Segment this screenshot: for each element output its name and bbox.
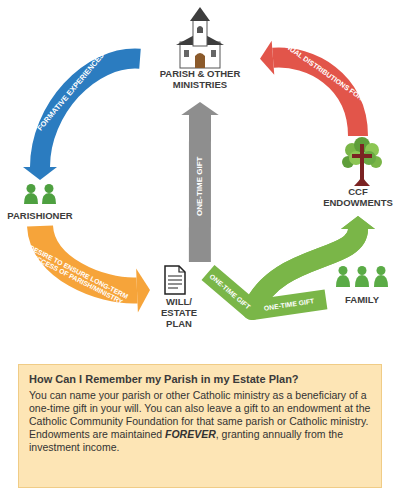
person-head (358, 266, 367, 275)
tree-icon (342, 137, 382, 186)
flow-label: ONE-TIME GIFT (249, 295, 329, 314)
family-node: FAMILY (326, 262, 398, 314)
node-label: PARISH & OTHER MINISTRIES (140, 68, 260, 90)
tree-roots (354, 176, 370, 186)
arrow-head (260, 41, 274, 75)
person-body (24, 193, 38, 204)
flow-label: ONE-TIME GIFT (196, 126, 205, 246)
person-body (374, 275, 388, 287)
emphasis: FOREVER (165, 428, 216, 440)
will-node: WILL/ ESTATE PLAN (150, 262, 208, 332)
document-page (165, 266, 185, 294)
person-head (377, 266, 386, 275)
flow-label: ONE-TIME GIFT (202, 267, 257, 315)
belfry-window (197, 26, 203, 33)
parishioner-node: PARISHIONER (0, 180, 80, 226)
flow-band (208, 229, 358, 310)
family-icon (336, 266, 388, 287)
arrow-head (341, 216, 375, 229)
arrow-head (181, 102, 218, 115)
node-label: FAMILY (326, 294, 398, 305)
tower-roof (190, 7, 210, 21)
info-box: How Can I Remember my Parish in my Estat… (18, 364, 382, 488)
box-heading: How Can I Remember my Parish in my Estat… (29, 373, 371, 386)
person-body (336, 275, 350, 287)
parish-node: PARISH & OTHER MINISTRIES (140, 6, 260, 102)
church-window (211, 50, 216, 57)
document-lines (168, 276, 182, 288)
church-door (195, 53, 205, 68)
person-head (27, 184, 36, 193)
flow-arrow (181, 102, 218, 262)
arrow-head (136, 268, 150, 312)
node-label: PARISHIONER (0, 210, 80, 221)
document-fold (179, 266, 185, 272)
person-body (355, 275, 369, 287)
person-head (339, 266, 348, 275)
node-label: WILL/ ESTATE PLAN (150, 296, 208, 329)
parishioner-icon (24, 184, 56, 204)
tree-cross (352, 154, 372, 158)
arrow-head (341, 216, 375, 229)
person-head (45, 184, 54, 193)
flow-label: ANNUAL DISTRIBUTIONS FOREVER (264, 29, 391, 121)
box-body: You can name your parish or other Cathol… (29, 389, 371, 454)
flow-band (189, 115, 211, 262)
person-body (42, 193, 56, 204)
document-icon (165, 266, 185, 294)
church-window (184, 50, 189, 57)
arrow-head (23, 167, 57, 180)
node-label: CCF ENDOWMENTS (318, 186, 398, 208)
endowment-node: CCF ENDOWMENTS (318, 136, 398, 216)
church-tower (193, 20, 207, 46)
flow-label: DESIRE TO ENSURE LONG-TERM SUCCESS OF PA… (16, 239, 138, 311)
church-icon (176, 7, 224, 68)
flow-label: FORMATIVE EXPERIENCES (26, 40, 116, 145)
